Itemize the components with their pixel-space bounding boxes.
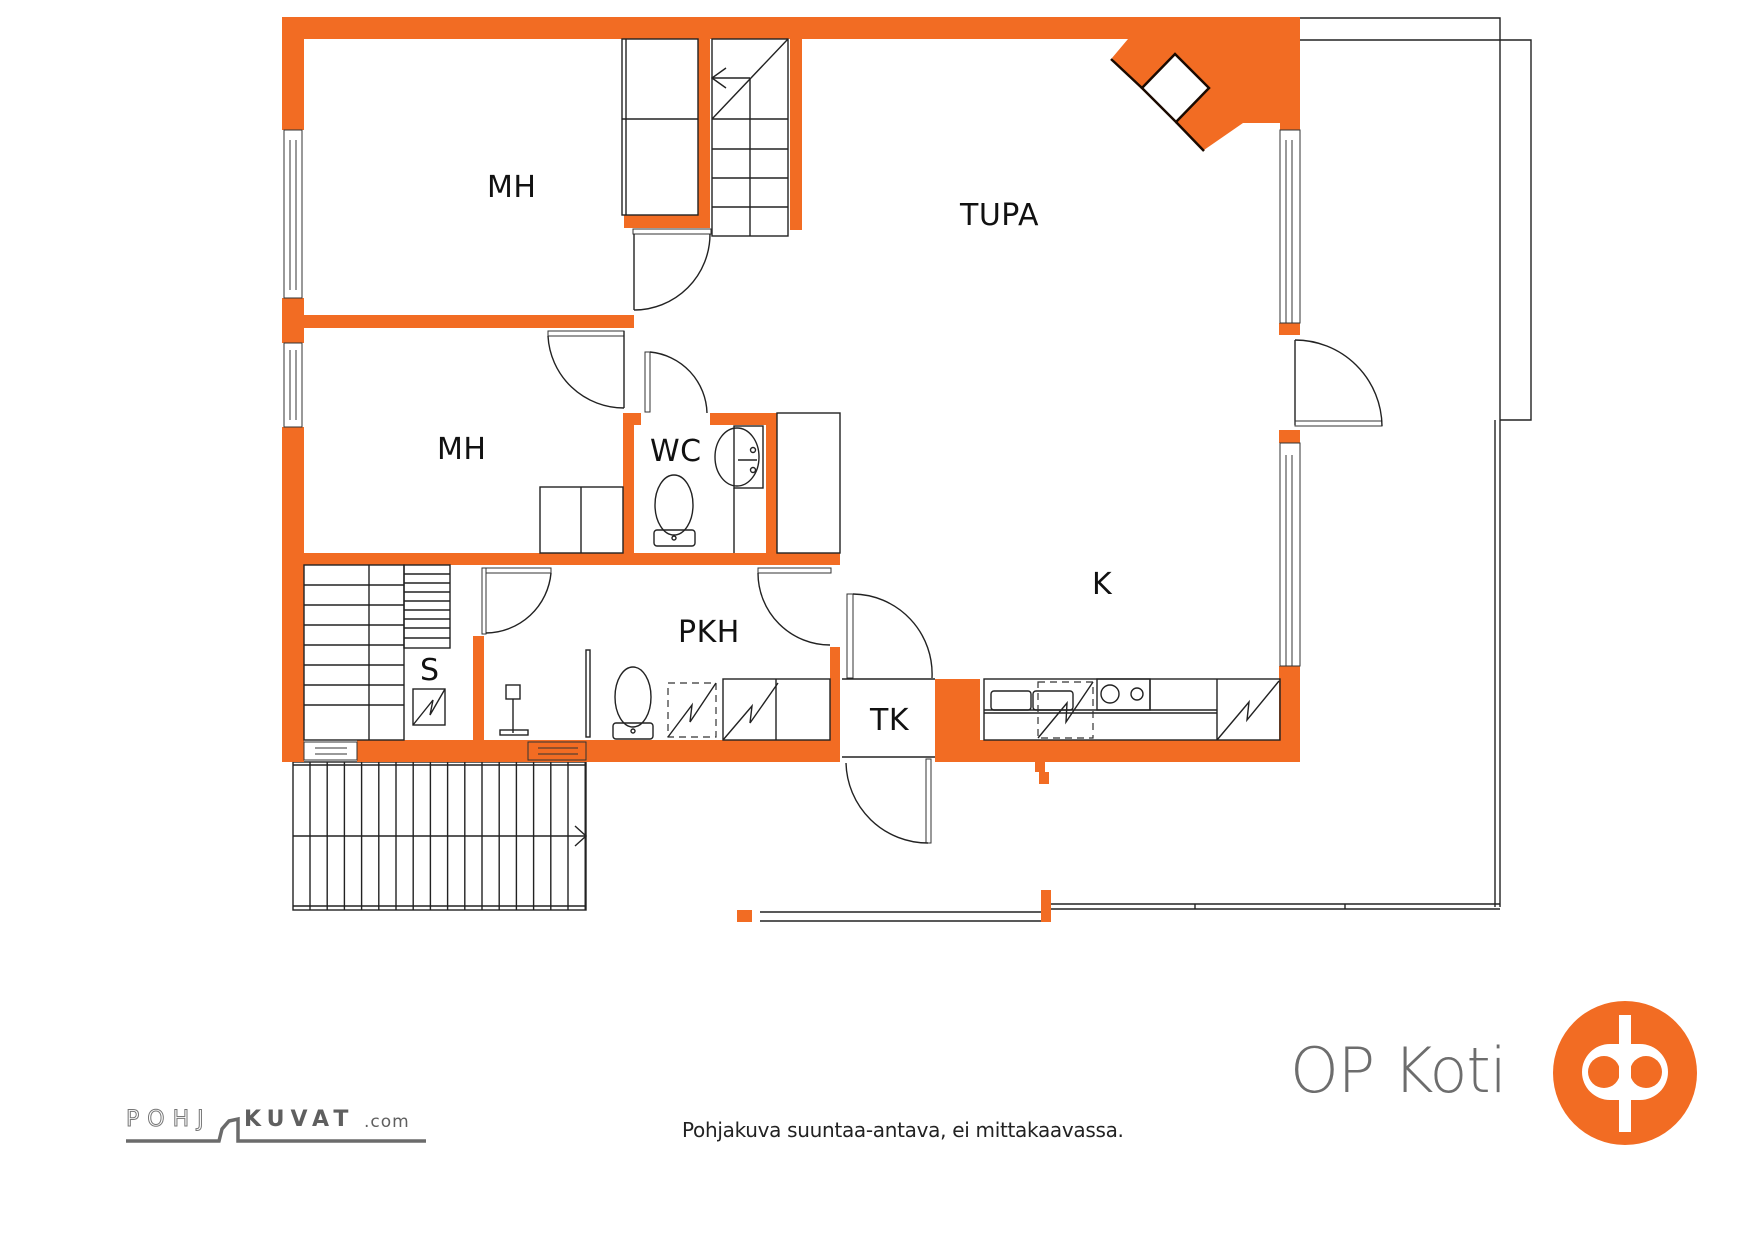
wardrobe-2 (539, 486, 624, 554)
windows (283, 129, 1301, 761)
pohjakuvat-arch-icon (126, 1116, 426, 1143)
room-label-k: K (1092, 567, 1113, 602)
pohjakuvat-logo-part2: KUVAT (244, 1107, 355, 1132)
room-label-mh-2: MH (437, 432, 487, 467)
doors (481, 228, 1383, 844)
room-label-pkh: PKH (678, 615, 740, 650)
water-heater-icon (412, 688, 446, 726)
bathroom-fixtures (499, 649, 831, 741)
brand-name: OP Koti (1290, 1034, 1507, 1107)
wardrobe (621, 38, 699, 216)
outdoor-stairs (292, 761, 588, 911)
storage-stairs (303, 564, 451, 741)
pohjakuvat-logo-part3: .com (364, 1112, 410, 1132)
interior-stairs (710, 38, 789, 237)
terrace-outline (760, 17, 1532, 922)
room-label-tupa: TUPA (960, 198, 1039, 233)
pohjakuvat-logo-part1: POHJ (126, 1107, 212, 1133)
room-label-s: S (420, 653, 440, 688)
pohjakuvat-logo: POHJ KUVAT .com (126, 1107, 426, 1147)
disclaimer-caption: Pohjakuva suuntaa-antava, ei mittakaavas… (682, 1118, 1124, 1142)
wc-fixtures (653, 425, 764, 553)
room-label-mh-1: MH (487, 170, 537, 205)
kitchen-counter (983, 678, 1281, 741)
walls (282, 17, 1300, 772)
op-logo-icon (1553, 1001, 1697, 1145)
fireplace-icon (1110, 52, 1211, 152)
room-label-tk: TK (870, 703, 909, 738)
room-label-wc: WC (650, 434, 702, 469)
